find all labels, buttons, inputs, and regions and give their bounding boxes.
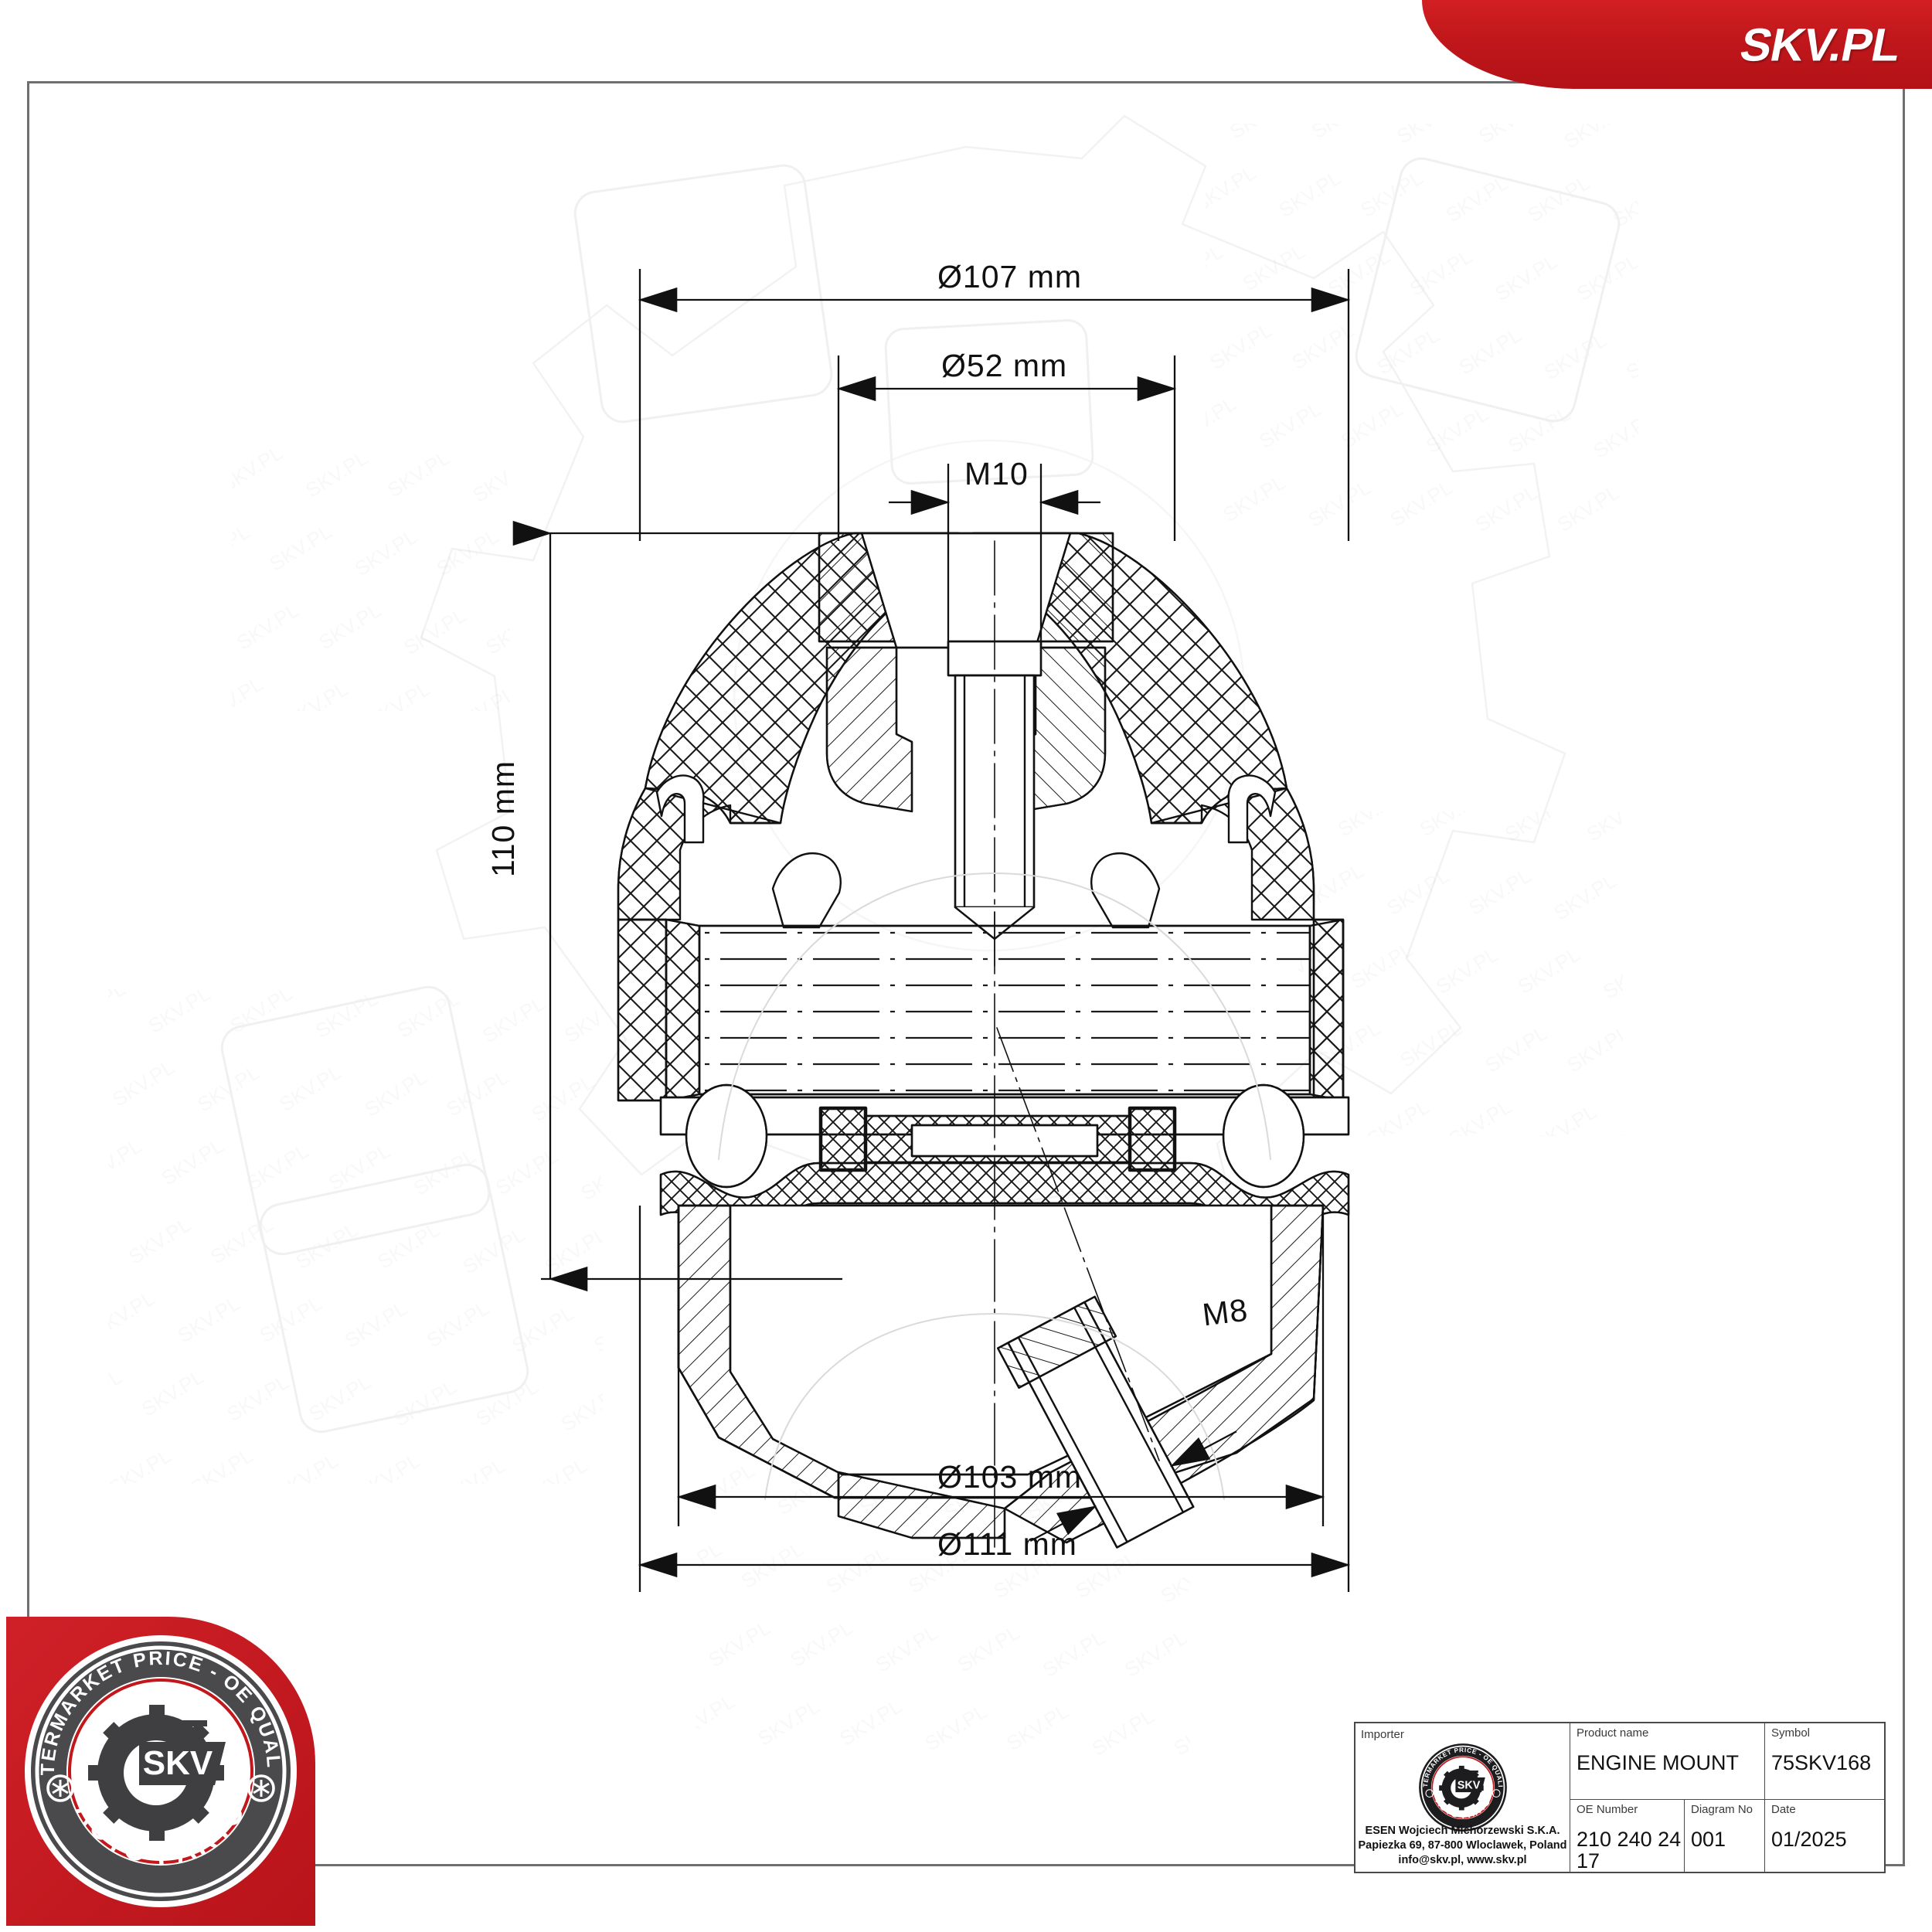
- oe-number-value: 210 240 24 17: [1577, 1828, 1682, 1872]
- brand-banner: SKV.PL: [1422, 0, 1932, 89]
- title-block-row-1: Product name ENGINE MOUNT Symbol 75SKV16…: [1570, 1723, 1884, 1800]
- importer-name: ESEN Wojciech Michorzewski S.K.A.: [1365, 1825, 1560, 1837]
- quality-badge: AFTERMARKET PRICE - OE QUALITY AUTO PART…: [6, 1617, 315, 1926]
- brand-banner-text: SKV.PL: [1736, 19, 1905, 70]
- dimension-label-dia52: Ø52 mm: [941, 348, 1068, 383]
- importer-seal-center-text: SKV: [1457, 1779, 1480, 1791]
- title-block-row-2: OE Number 210 240 24 17 Diagram No 001 D…: [1570, 1800, 1884, 1872]
- drawing-frame: [27, 81, 1905, 1866]
- diagram-no-label: Diagram No: [1691, 1803, 1753, 1816]
- dimension-label-dia107: Ø107 mm: [937, 259, 1082, 294]
- symbol-value: 75SKV168: [1771, 1751, 1872, 1774]
- product-name-label: Product name: [1577, 1726, 1649, 1740]
- diagram-no-cell: Diagram No 001: [1684, 1800, 1764, 1872]
- title-block-table: Importer AFTERMARKET PRICE - OE QUALITY …: [1354, 1722, 1886, 1873]
- symbol-label: Symbol: [1771, 1726, 1811, 1740]
- gear-icon: SKV: [1438, 1765, 1485, 1811]
- importer-seal-icon: AFTERMARKET PRICE - OE QUALITY AUTO PART…: [1416, 1740, 1509, 1833]
- importer-contact: info@skv.pl, www.skv.pl: [1398, 1854, 1527, 1866]
- date-value: 01/2025: [1771, 1828, 1847, 1851]
- importer-label: Importer: [1361, 1728, 1404, 1741]
- dimension-label-110mm: 110 mm: [485, 760, 521, 877]
- importer-cell: Importer AFTERMARKET PRICE - OE QUALITY …: [1355, 1723, 1570, 1872]
- dimension-label-m8: M8: [1200, 1291, 1250, 1333]
- title-block-right: Product name ENGINE MOUNT Symbol 75SKV16…: [1570, 1723, 1884, 1872]
- brand-banner-shape: [1422, 0, 1932, 89]
- importer-address: Papiezka 69, 87-800 Wloclawek, Poland: [1358, 1839, 1567, 1852]
- dimension-label-m10: M10: [964, 456, 1029, 492]
- symbol-cell: Symbol 75SKV168: [1764, 1723, 1884, 1799]
- dimension-label-dia111: Ø111 mm: [937, 1526, 1077, 1562]
- diagram-no-value: 001: [1691, 1828, 1726, 1851]
- quality-badge-seal: AFTERMARKET PRICE - OE QUALITY AUTO PART…: [23, 1634, 297, 1907]
- oe-number-cell: OE Number 210 240 24 17: [1570, 1800, 1684, 1872]
- badge-center-text: SKV: [143, 1744, 213, 1782]
- product-name-value: ENGINE MOUNT: [1577, 1751, 1740, 1774]
- product-name-cell: Product name ENGINE MOUNT: [1570, 1723, 1764, 1799]
- gear-icon: SKV: [88, 1705, 226, 1841]
- date-label: Date: [1771, 1803, 1796, 1816]
- dimension-label-dia103: Ø103 mm: [937, 1459, 1082, 1495]
- oe-number-label: OE Number: [1577, 1803, 1638, 1816]
- date-cell: Date 01/2025: [1764, 1800, 1884, 1872]
- importer-address-block: ESEN Wojciech Michorzewski S.K.A. Papiez…: [1355, 1824, 1570, 1868]
